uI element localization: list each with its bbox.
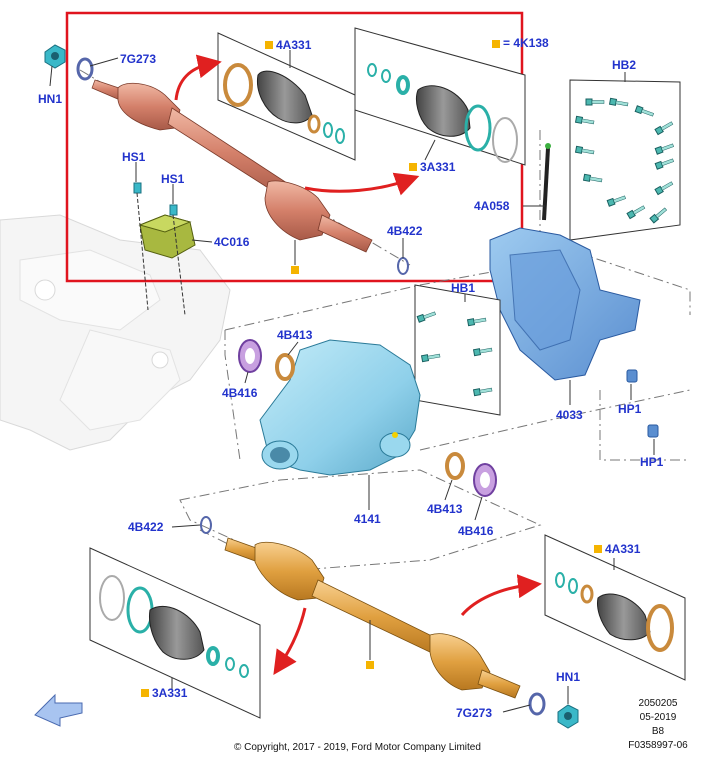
- hb2-bolt: [654, 158, 674, 170]
- hb2-bolt: [626, 205, 646, 220]
- label-hn1-top: HN1: [38, 92, 63, 106]
- hb1-bolts: [416, 311, 493, 397]
- hb1-bolt: [416, 311, 436, 323]
- oring-4b413-right: [445, 452, 465, 480]
- label-4033: 4033: [556, 408, 583, 422]
- boot-kit-panel-outer-bottom: [544, 534, 686, 681]
- meta-line-1: 2050205: [638, 698, 678, 709]
- hb2-bolt: [654, 181, 674, 196]
- hn1-nut-bottom: [557, 704, 579, 729]
- bushing-4c016: [138, 214, 196, 259]
- meta-line-3: B8: [651, 726, 665, 737]
- oring-4b413-left: [275, 353, 295, 381]
- hn1-nut-top: [44, 44, 66, 69]
- hb2-bolt: [634, 105, 654, 117]
- boot-kit-panel-outer-top: [217, 32, 356, 161]
- hb2-bolt: [574, 145, 595, 155]
- label-4b422-bottom: 4B422: [128, 520, 164, 534]
- hb2-bolt: [608, 97, 629, 107]
- arrow-to-inner-kit-top: [304, 172, 420, 196]
- leader-lines: [49, 50, 655, 713]
- drawing-meta: 2050205 05-2019 B8 F0358997-06: [618, 697, 698, 753]
- vent-tube-4a058: [542, 143, 551, 221]
- differential-housing-4141: [259, 339, 421, 476]
- plug-hp1-b: [647, 424, 659, 438]
- marker-square-top: [291, 266, 299, 274]
- label-4a331-top: 4A331: [265, 38, 311, 52]
- label-4b416-left: 4B416: [222, 386, 258, 400]
- washer-7g273-bottom: [528, 692, 546, 716]
- hs1-bolt-b: [169, 204, 186, 316]
- label-hb2: HB2: [612, 58, 637, 72]
- label-4c016: 4C016: [214, 235, 250, 249]
- hb1-bolt: [472, 347, 493, 357]
- hb2-bolt: [585, 98, 605, 106]
- label-7g273-top: 7G273: [120, 52, 157, 66]
- meta-line-2: 05-2019: [639, 712, 677, 723]
- hs1-bolt-a: [133, 182, 149, 311]
- hb2-bolt: [574, 115, 595, 125]
- view-direction-icon: [34, 693, 83, 727]
- hb1-bolt: [420, 353, 441, 363]
- label-hs1-b: HS1: [161, 172, 185, 186]
- hb2-bolt: [582, 173, 603, 183]
- label-4b416-right: 4B416: [458, 524, 494, 538]
- label-4b413-left: 4B413: [277, 328, 313, 342]
- label-hn1-bottom: HN1: [556, 670, 581, 684]
- hb1-bolt: [472, 387, 493, 397]
- boot-kit-panel-inner-top: [354, 27, 526, 166]
- label-4141: 4141: [354, 512, 381, 526]
- washer-7g273-top: [76, 57, 94, 81]
- label-hp1-b: HP1: [640, 455, 664, 469]
- hb2-bolt: [649, 207, 668, 224]
- arrow-to-inner-kit-bottom: [273, 607, 307, 675]
- marker-square-bottom: [366, 661, 374, 669]
- legend-marker-square: [492, 40, 500, 48]
- arrow-to-outer-kit-top: [174, 54, 222, 101]
- vehicle-subframe: [0, 214, 231, 451]
- label-hb1: HB1: [451, 281, 476, 295]
- bolt-panel-hb2: [569, 79, 681, 241]
- meta-line-4: F0358997-06: [628, 740, 688, 751]
- hb1-bolt: [466, 317, 487, 327]
- copyright-text: © Copyright, 2017 - 2019, Ford Motor Com…: [234, 742, 481, 753]
- rear-cover-4033: [489, 227, 641, 381]
- halfshaft-top: [91, 79, 373, 253]
- hb2-bolt: [654, 121, 674, 136]
- label-hs1-a: HS1: [122, 150, 146, 164]
- legend-text: = 4K138: [503, 36, 549, 50]
- hb2-bolt: [654, 143, 674, 155]
- halfshaft-bottom: [224, 537, 521, 699]
- seal-4b416-right: [473, 463, 497, 497]
- plug-hp1-a: [626, 369, 638, 383]
- bolt-panel-hb1: [414, 284, 501, 416]
- hb2-bolts: [574, 97, 674, 224]
- boot-kit-panel-inner-bottom: [89, 547, 261, 719]
- label-3a331-top: 3A331: [409, 160, 455, 174]
- label-hp1-a: HP1: [618, 402, 642, 416]
- label-3a331-bottom: 3A331: [141, 686, 187, 700]
- label-4b413-right: 4B413: [427, 502, 463, 516]
- label-4b422-top: 4B422: [387, 224, 423, 238]
- seal-4b416-left: [238, 339, 262, 373]
- label-4a331-bottom: 4A331: [594, 542, 640, 556]
- arrow-to-outer-kit-bottom: [460, 574, 542, 617]
- label-4a058: 4A058: [474, 199, 510, 213]
- label-7g273-bottom: 7G273: [456, 706, 493, 720]
- hb2-bolt: [606, 195, 626, 207]
- circlip-4b422-bottom: [200, 516, 212, 534]
